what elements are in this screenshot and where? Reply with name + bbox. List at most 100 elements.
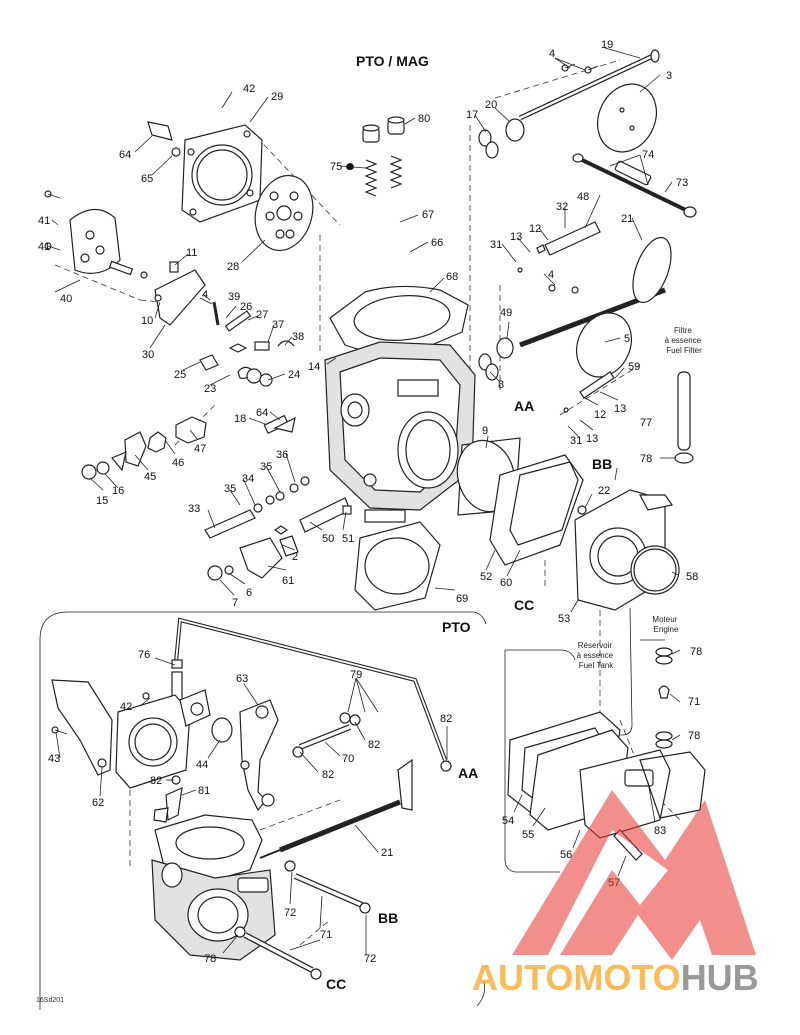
leader-lines bbox=[51, 47, 681, 955]
callout-c73: 58 bbox=[686, 571, 698, 583]
callout-c64: 35 bbox=[224, 483, 236, 495]
callout-c68: 2 bbox=[292, 551, 298, 563]
engine-fr: Moteur bbox=[652, 615, 677, 624]
callout-c81: 63 bbox=[236, 673, 248, 685]
connector-bb-top: BB bbox=[592, 456, 612, 472]
callout-c103: 78 bbox=[204, 953, 216, 965]
bracket-64-top bbox=[147, 121, 181, 157]
callout-c58: 31 bbox=[570, 435, 582, 447]
callout-c102: 71 bbox=[320, 929, 332, 941]
callout-c32: 68 bbox=[446, 271, 458, 283]
callout-c7: 42 bbox=[243, 83, 255, 95]
pto-fuel-line bbox=[171, 617, 447, 761]
fuel-tank-fr: Réservoir bbox=[578, 641, 613, 650]
engine-fittings bbox=[655, 647, 673, 749]
callout-c21: 13 bbox=[510, 231, 522, 243]
callout-c48: 64 bbox=[256, 407, 268, 419]
callout-c17: 21 bbox=[621, 213, 633, 225]
needle-parts-48-32 bbox=[517, 221, 615, 413]
fuel-filter-en: Fuel Filter bbox=[666, 346, 702, 355]
callout-labels: 19 4 3 80 20 17 42 29 64 65 75 74 73 41 … bbox=[38, 39, 702, 965]
callout-c90: 82 bbox=[368, 739, 380, 751]
callout-c61: 15 bbox=[96, 495, 108, 507]
fuel-filter-fr: Filtre bbox=[674, 326, 692, 335]
link-rod bbox=[572, 153, 697, 218]
callout-c80: 76 bbox=[138, 649, 150, 661]
pto-cover-plate bbox=[115, 689, 233, 789]
callout-c95: 54 bbox=[502, 815, 514, 827]
pto-bracket-62 bbox=[51, 679, 113, 776]
carburetor-body bbox=[324, 341, 476, 523]
callout-c59: 13 bbox=[586, 433, 598, 445]
callout-c1: 19 bbox=[601, 39, 613, 51]
callout-c86: 43 bbox=[48, 753, 60, 765]
callout-c44: 8 bbox=[498, 379, 504, 391]
brand-moto: MOTO bbox=[573, 957, 680, 998]
butterfly-5 bbox=[576, 312, 632, 378]
callout-c25: 41 bbox=[38, 241, 50, 253]
top-bushings-orings bbox=[478, 118, 525, 159]
callout-c27: 9 bbox=[482, 425, 488, 437]
heading-pto: PTO bbox=[442, 619, 471, 635]
callout-c50: 13 bbox=[614, 403, 626, 415]
callout-c28: 4 bbox=[548, 269, 554, 281]
note-engine: Moteur Engine bbox=[652, 615, 679, 634]
callout-c72: 60 bbox=[500, 577, 512, 589]
callout-c36: 37 bbox=[272, 319, 284, 331]
manifold-gasket-68 bbox=[329, 285, 469, 354]
pump-diaphragm bbox=[254, 174, 314, 252]
callout-c79: 69 bbox=[456, 593, 468, 605]
callout-c66: 33 bbox=[188, 503, 200, 515]
fuel-tank-en: Fuel Tank bbox=[579, 661, 615, 670]
pump-cover-plate bbox=[181, 124, 263, 223]
callout-c22: 12 bbox=[529, 223, 541, 235]
callout-c51: 77 bbox=[640, 417, 652, 429]
callout-c82: 79 bbox=[350, 669, 362, 681]
callout-c12: 74 bbox=[642, 149, 654, 161]
figure-code: 16Sd201 bbox=[36, 997, 64, 1004]
callout-c88: 70 bbox=[342, 753, 354, 765]
callout-c100: 72 bbox=[284, 907, 296, 919]
callout-c40: 5 bbox=[624, 333, 630, 345]
callout-c30: 39 bbox=[228, 291, 240, 303]
callout-c11: 75 bbox=[330, 161, 342, 173]
tank-engine-section-border bbox=[504, 607, 665, 873]
fuel-tank-label: Réservoir à essence Fuel Tank bbox=[577, 641, 616, 670]
callout-c60: 78 bbox=[640, 453, 652, 465]
callout-c62: 16 bbox=[112, 485, 124, 497]
callout-c9: 64 bbox=[119, 149, 131, 161]
callout-c47: 18 bbox=[234, 413, 246, 425]
callout-c63: 34 bbox=[242, 473, 254, 485]
brand-auto: AUTO bbox=[472, 957, 573, 998]
callout-c76: 61 bbox=[282, 575, 294, 587]
callout-c35: 27 bbox=[256, 309, 268, 321]
callout-c13: 73 bbox=[676, 177, 688, 189]
callout-c96: 55 bbox=[522, 829, 534, 841]
callout-c69: 50 bbox=[322, 533, 334, 545]
callout-c4: 80 bbox=[418, 113, 430, 125]
callout-c3: 3 bbox=[666, 70, 672, 82]
callout-c84: 78 bbox=[690, 646, 702, 658]
callout-c78: 53 bbox=[558, 613, 570, 625]
callout-c104: 72 bbox=[364, 953, 376, 965]
brand-hub: HUB bbox=[681, 957, 759, 998]
small-parts-left bbox=[108, 260, 295, 387]
callout-c75: 6 bbox=[246, 587, 252, 599]
callout-c52: 47 bbox=[194, 443, 206, 455]
callout-c19: 66 bbox=[431, 237, 443, 249]
pto-section-border bbox=[39, 611, 487, 1010]
callout-c87: 44 bbox=[196, 759, 208, 771]
callout-c29: 10 bbox=[141, 315, 153, 327]
callout-c43: 24 bbox=[288, 369, 300, 381]
callout-c97: 83 bbox=[654, 825, 666, 837]
callout-c89: 82 bbox=[322, 769, 334, 781]
callout-c83: 42 bbox=[120, 701, 132, 713]
callout-c55: 36 bbox=[276, 449, 288, 461]
callout-c74: 7 bbox=[232, 597, 238, 609]
callout-c24: 28 bbox=[227, 261, 239, 273]
callout-c56: 35 bbox=[260, 461, 272, 473]
connector-aa-bottom: AA bbox=[458, 765, 478, 781]
intake-cover-40 bbox=[44, 190, 121, 274]
pto-shaft-21 bbox=[259, 758, 413, 859]
callout-c5: 20 bbox=[485, 99, 497, 111]
